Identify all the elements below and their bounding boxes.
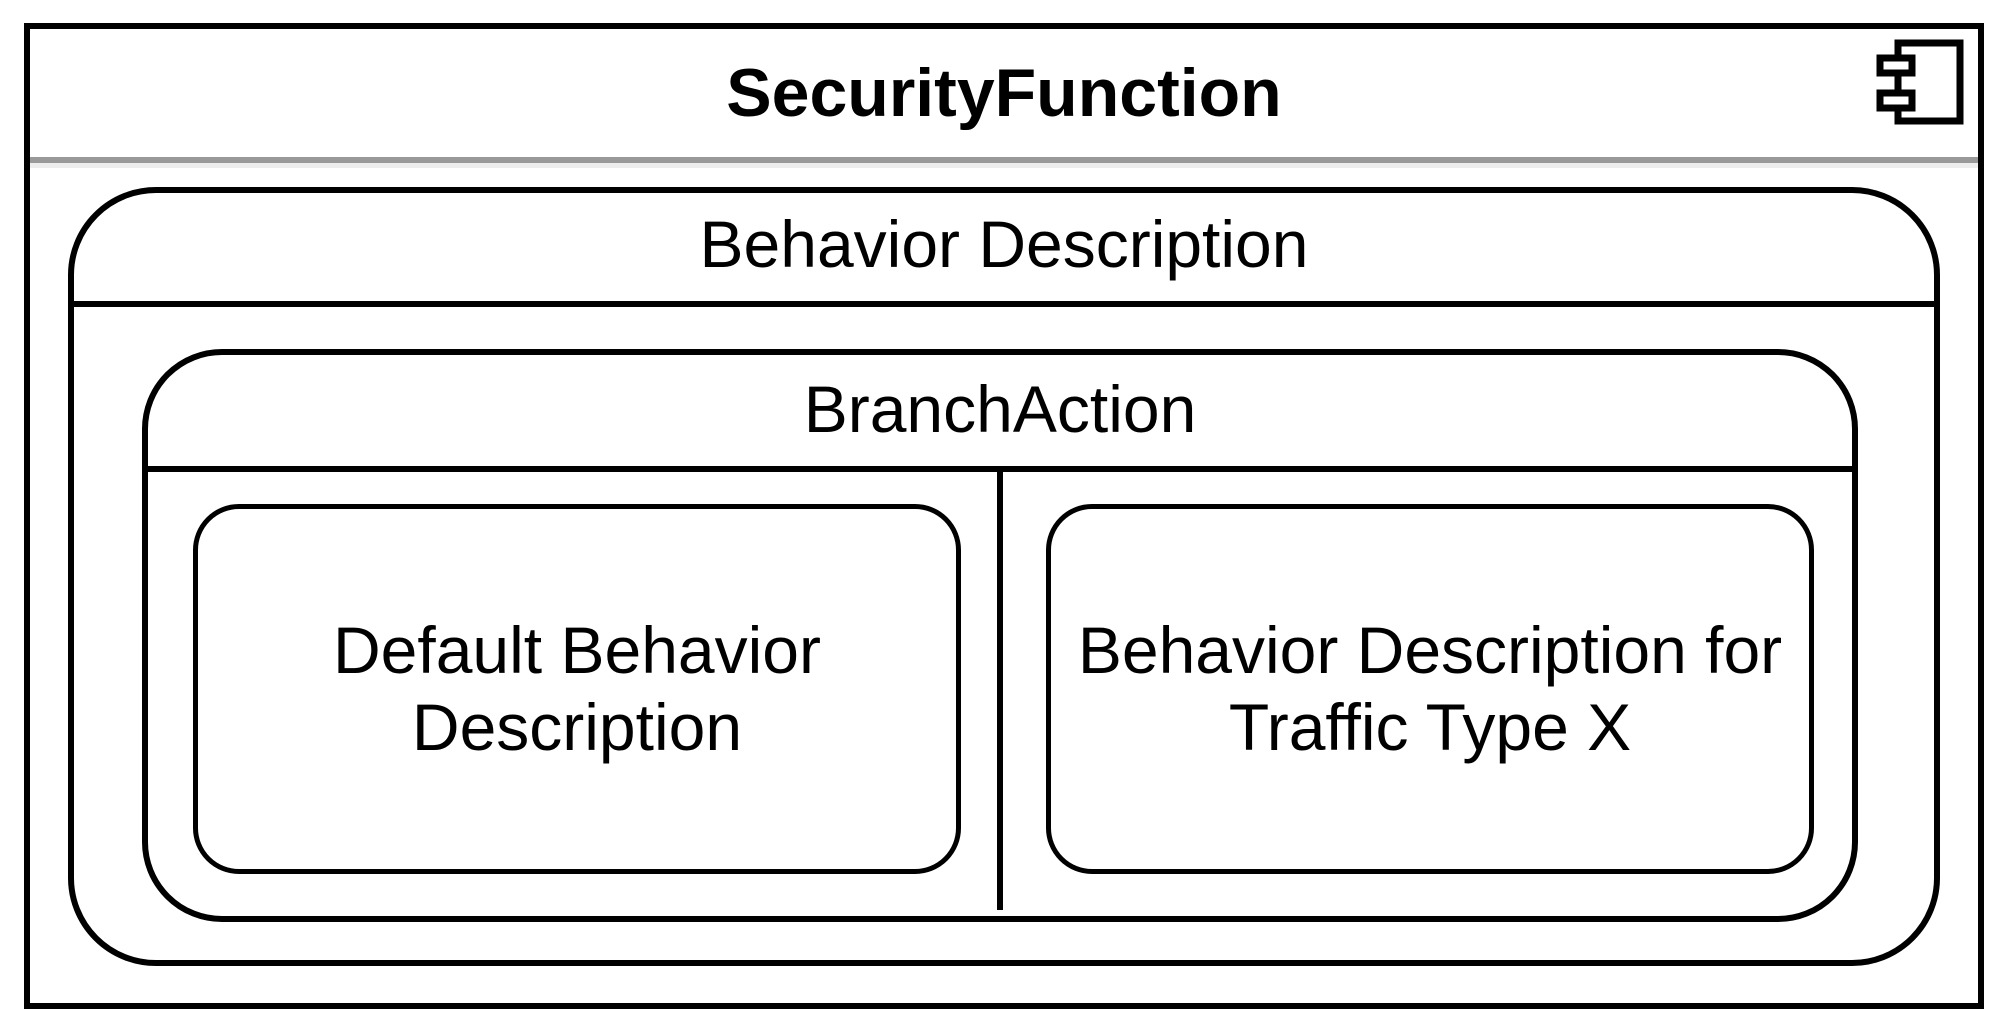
- branch-action-label: BranchAction: [803, 371, 1197, 446]
- behavior-description-label: Behavior Description: [699, 207, 1309, 281]
- traffic-type-line-1: Behavior Description for: [1077, 613, 1783, 688]
- uml-component-icon: [1876, 39, 1964, 125]
- default-behavior-label: Default Behavior Description: [333, 612, 821, 765]
- traffic-type-line-2: Traffic Type X: [1228, 690, 1632, 764]
- title-separator-groove: [30, 157, 1978, 168]
- branch-action-body: Default Behavior Description Behavior De…: [148, 472, 1852, 910]
- default-behavior-line-2: Description: [411, 690, 743, 764]
- component-title-bar: SecurityFunction: [30, 29, 1978, 157]
- security-function-component: SecurityFunction Behavior Description Br…: [24, 23, 1984, 1009]
- traffic-type-behavior-label: Behavior Description for Traffic Type X: [1078, 612, 1782, 765]
- component-title: SecurityFunction: [726, 55, 1282, 131]
- traffic-type-behavior-box: Behavior Description for Traffic Type X: [1046, 504, 1814, 874]
- default-behavior-box: Default Behavior Description: [193, 504, 961, 874]
- default-behavior-line-1: Default Behavior: [333, 613, 821, 688]
- behavior-description-box: Behavior Description BranchAction Defaul…: [68, 187, 1940, 966]
- branch-action-header: BranchAction: [148, 355, 1852, 472]
- behavior-description-header: Behavior Description: [74, 193, 1934, 307]
- branch-divider-line: [997, 472, 1003, 910]
- branch-action-box: BranchAction Default Behavior Descriptio…: [142, 349, 1858, 922]
